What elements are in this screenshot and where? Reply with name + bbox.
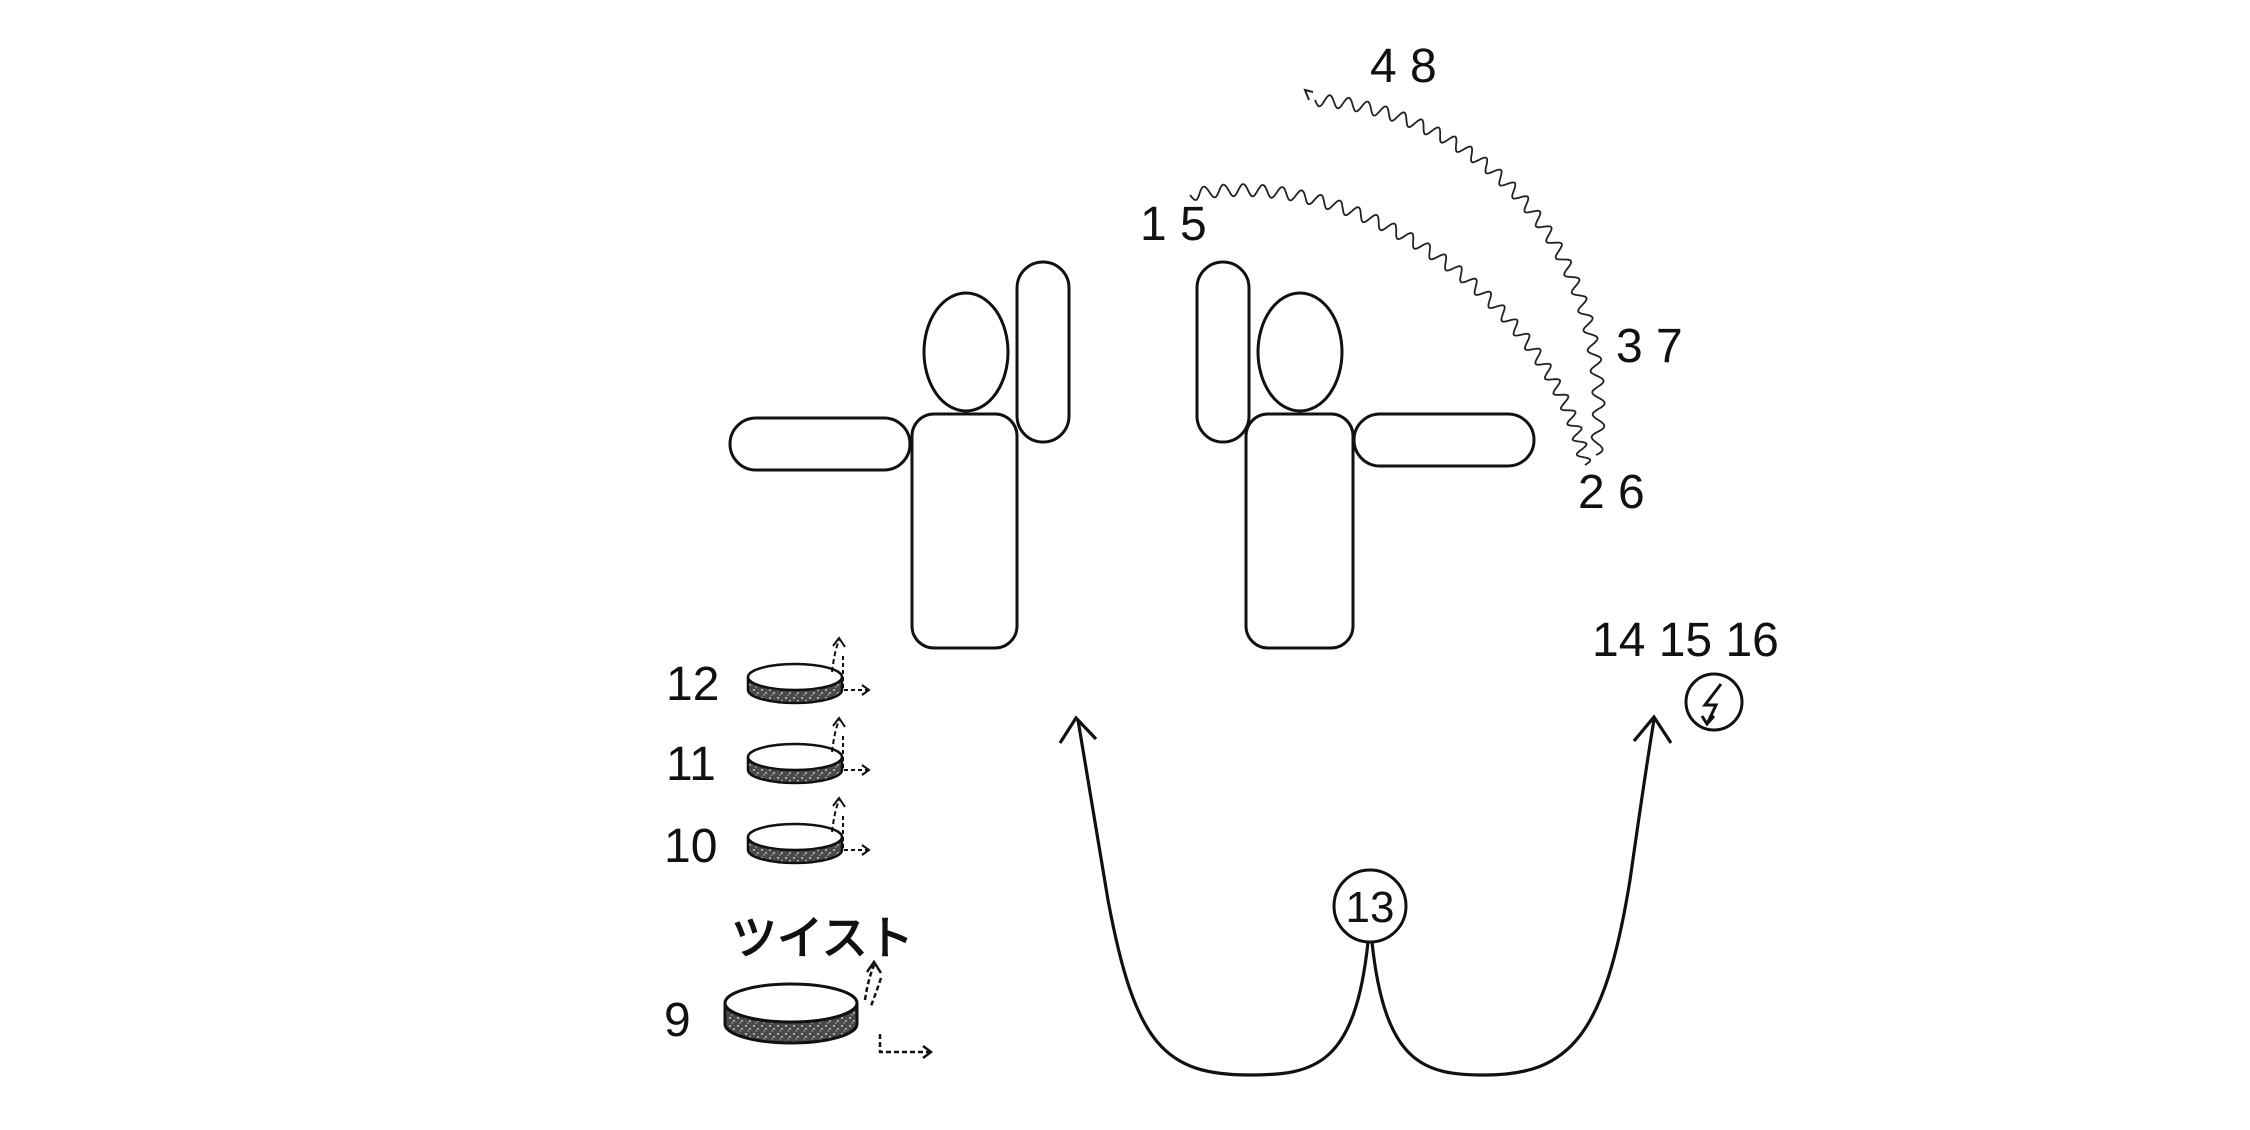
arrow-to-left-figure: [1076, 719, 1370, 1077]
right-figure-head: [1256, 291, 1344, 413]
left-person-figure: [728, 260, 1071, 650]
arrow-head-left: [1058, 715, 1098, 744]
label-disk-9: 9: [664, 994, 691, 1047]
arrow-head-right: [1632, 714, 1673, 744]
hub-with-arrows: 13: [1058, 714, 1673, 1077]
disk-11: 11: [666, 716, 871, 791]
outer-wave-line: [1314, 94, 1606, 456]
outer-wave-arrowhead: [1303, 88, 1314, 101]
hub-circle: [1332, 868, 1408, 944]
disk-12: 12: [666, 636, 871, 711]
right-person-figure: [1195, 260, 1536, 650]
left-figure-left-arm: [728, 416, 912, 472]
twist-caption: ツイスト: [731, 912, 914, 964]
right-figure-right-arm: [1352, 412, 1536, 468]
disk-9-twist: ツイスト 9: [664, 912, 934, 1059]
left-figure-torso: [910, 412, 1019, 650]
right-figure-torso: [1244, 412, 1355, 650]
disk-10: 10: [664, 796, 871, 873]
disk-stack: 12 11 10 ツイスト: [664, 636, 934, 1059]
label-disk-12: 12: [666, 658, 719, 711]
label-disk-11: 11: [666, 738, 716, 791]
label-disk-10: 10: [664, 820, 717, 873]
label-inner-wave-top: 1 5: [1140, 198, 1207, 251]
lightning-bolt-icon: [1684, 672, 1744, 732]
label-outer-wave-end: 3 7: [1616, 320, 1683, 373]
arrow-to-right-device: [1370, 719, 1656, 1077]
label-inner-wave-end: 2 6: [1578, 466, 1645, 519]
right-figure-raised-arm: [1195, 260, 1251, 444]
label-hub: 13: [1346, 883, 1395, 932]
label-device-numbers: 14 15 16: [1592, 614, 1779, 667]
label-outer-wave-top: 4 8: [1370, 40, 1437, 93]
device-group: 14 15 16: [1592, 614, 1779, 732]
left-figure-head: [922, 291, 1010, 413]
left-figure-raised-arm: [1015, 260, 1071, 444]
inner-wave-line: [1189, 183, 1592, 466]
